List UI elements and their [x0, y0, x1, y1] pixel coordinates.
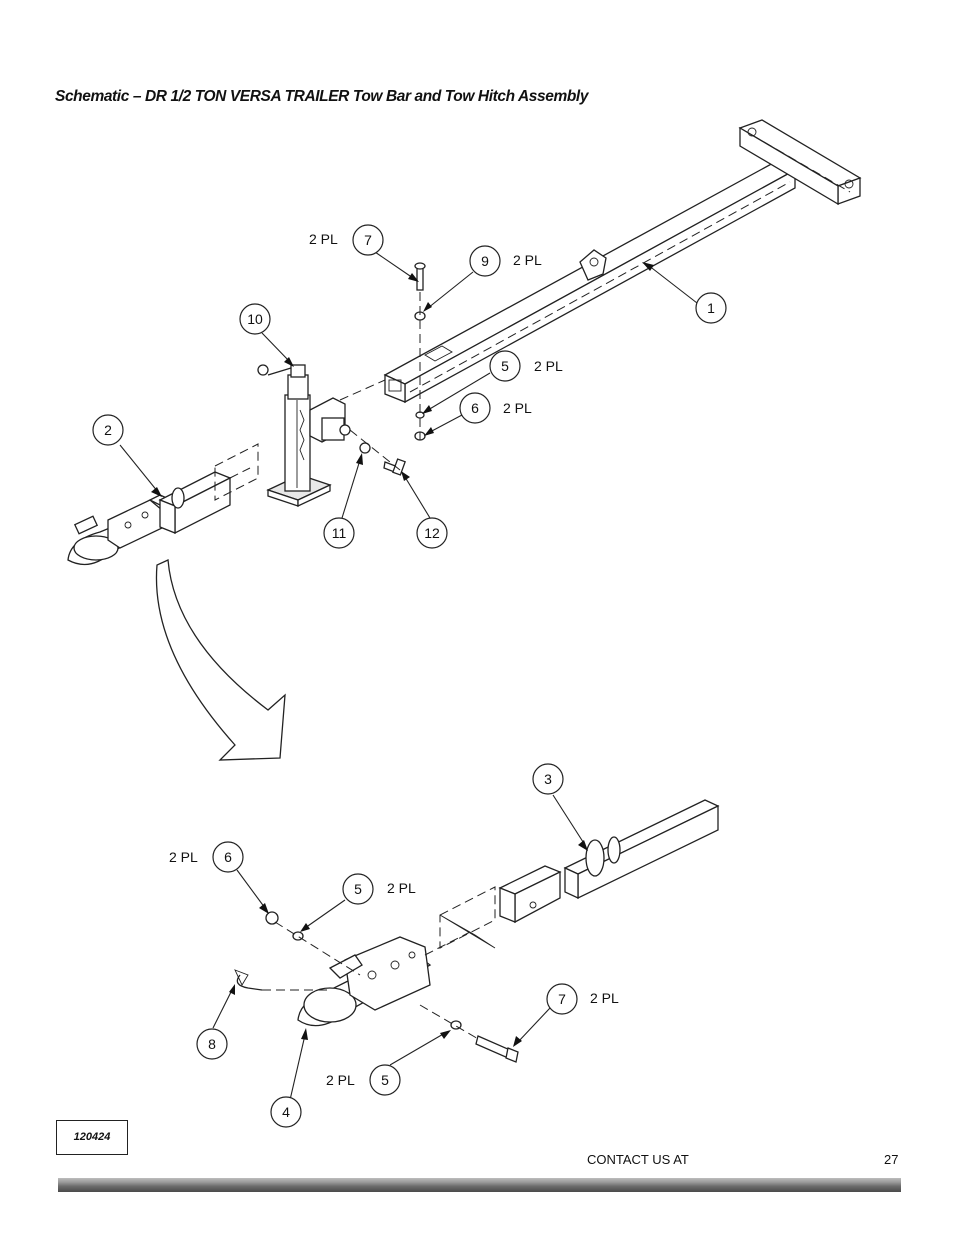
qty-label-7-upper: 2 PL: [309, 231, 338, 247]
callout-4: 4: [270, 1096, 302, 1128]
callout-1: 1: [695, 292, 727, 324]
callout-11-label: 11: [332, 525, 347, 541]
page-number: 27: [884, 1152, 899, 1167]
callout-4-label: 4: [282, 1104, 290, 1120]
callout-leaders: [119, 251, 698, 1101]
callout-5-label: 5: [354, 881, 362, 897]
callout-11: 11: [323, 517, 355, 549]
curved-arrow: [155, 559, 286, 761]
page-title: Schematic – DR 1/2 TON VERSA TRAILER Tow…: [55, 88, 589, 105]
tow-bar-tube: [383, 119, 862, 404]
document-number: 120424: [56, 1120, 128, 1155]
callout-5-label: 5: [381, 1072, 389, 1088]
footer-rule: [58, 1178, 901, 1192]
callout-7-upper: 7: [352, 224, 384, 256]
callout-1-label: 1: [707, 300, 715, 316]
lower-coupler: [297, 931, 471, 1027]
callout-3-label: 3: [544, 771, 552, 787]
callout-12: 12: [416, 517, 448, 549]
callout-8: 8: [196, 1028, 228, 1060]
callout-7-label: 7: [558, 991, 566, 1007]
qty-label-5-lower-right: 2 PL: [326, 1072, 355, 1088]
callout-3: 3: [532, 763, 564, 795]
qty-label-9: 2 PL: [513, 252, 542, 268]
upper-hardware: [339, 262, 426, 476]
callout-5-label: 5: [501, 358, 509, 374]
callout-6-upper: 6: [459, 392, 491, 424]
qty-label-7-lower: 2 PL: [590, 990, 619, 1006]
qty-label-6-upper: 2 PL: [503, 400, 532, 416]
callout-2-label: 2: [104, 422, 112, 438]
callout-6-label: 6: [471, 400, 479, 416]
callout-6-lower: 6: [212, 841, 244, 873]
callout-7-lower: 7: [546, 983, 578, 1015]
callout-12-label: 12: [424, 525, 440, 541]
callout-9: 9: [469, 245, 501, 277]
upper-coupler: [67, 443, 259, 566]
callout-9-label: 9: [481, 253, 489, 269]
callout-2: 2: [92, 414, 124, 446]
tongue-jack: [257, 364, 351, 508]
callout-6-label: 6: [224, 849, 232, 865]
callout-10: 10: [239, 303, 271, 335]
callout-5-upper: 5: [489, 350, 521, 382]
callout-10-label: 10: [247, 311, 263, 327]
qty-label-6-lower: 2 PL: [169, 849, 198, 865]
lower-extension: [439, 799, 720, 949]
lower-hardware: [234, 911, 519, 1063]
callout-7-label: 7: [364, 232, 372, 248]
callout-5-lower-right: 5: [369, 1064, 401, 1096]
callout-5-lower-left: 5: [342, 873, 374, 905]
callout-8-label: 8: [208, 1036, 216, 1052]
qty-label-5-upper: 2 PL: [534, 358, 563, 374]
qty-label-5-lower-left: 2 PL: [387, 880, 416, 896]
contact-text: CONTACT US AT: [587, 1152, 689, 1167]
